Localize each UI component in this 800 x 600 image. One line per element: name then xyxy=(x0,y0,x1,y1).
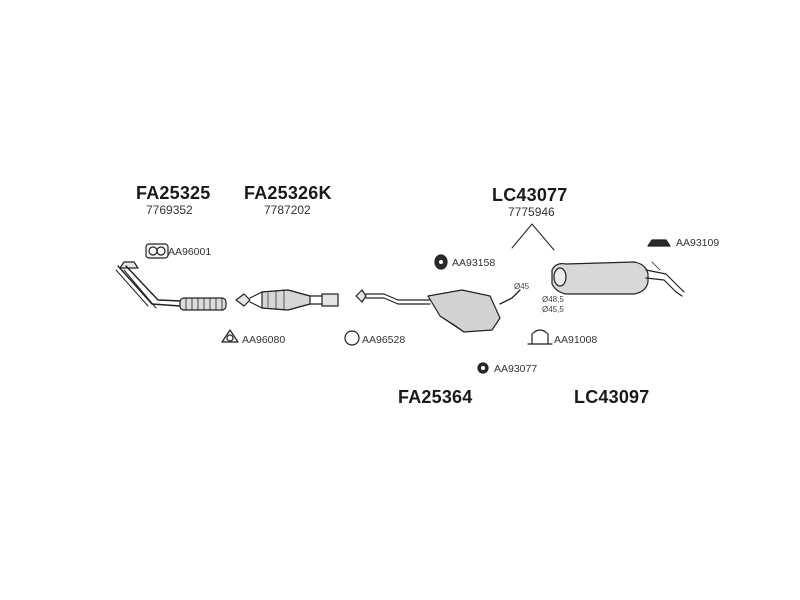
group-code-fa25364: FA25364 xyxy=(398,387,473,407)
group-code-fa25325: FA25325 xyxy=(136,183,211,203)
group-code-lc43097: LC43097 xyxy=(574,387,650,407)
gasket-aa96080-icon xyxy=(221,329,239,343)
group-ref-lc43077: 7775946 xyxy=(508,205,555,219)
group-ref-fa25326k: 7787202 xyxy=(264,203,311,217)
group-ref-fa25325: 7769352 xyxy=(146,203,193,217)
middle-silencer-part xyxy=(355,289,521,333)
group-pointer-lines xyxy=(511,223,555,251)
rear-silencer-part xyxy=(551,261,685,297)
group-code-lc43077: LC43077 xyxy=(492,185,568,205)
part-label-aa93158: AA93158 xyxy=(452,257,496,269)
part-label-aa96528: AA96528 xyxy=(362,334,406,346)
ring-aa93077-icon xyxy=(477,362,489,374)
dimension-label-45: Ø45 xyxy=(514,282,530,291)
part-label-aa93077: AA93077 xyxy=(494,363,538,375)
part-label-aa96080: AA96080 xyxy=(242,334,286,346)
part-label-aa91008: AA91008 xyxy=(554,334,598,346)
part-label-aa93109: AA93109 xyxy=(676,237,720,249)
part-label-aa96001: AA96001 xyxy=(168,246,212,258)
gasket-aa96001-icon xyxy=(145,243,169,259)
group-code-fa25326k: FA25326K xyxy=(244,183,332,203)
hanger-aa93109-icon xyxy=(647,239,671,247)
hanger-aa93158-icon xyxy=(434,254,448,270)
catalyst-part xyxy=(235,289,339,311)
dimension-label-48-5: Ø48,5 xyxy=(542,295,564,304)
clamp-aa91008-icon xyxy=(527,329,553,345)
dimension-label-45-5: Ø45,5 xyxy=(542,305,564,314)
front-pipe-part xyxy=(115,261,227,311)
ring-aa96528-icon xyxy=(344,330,360,346)
